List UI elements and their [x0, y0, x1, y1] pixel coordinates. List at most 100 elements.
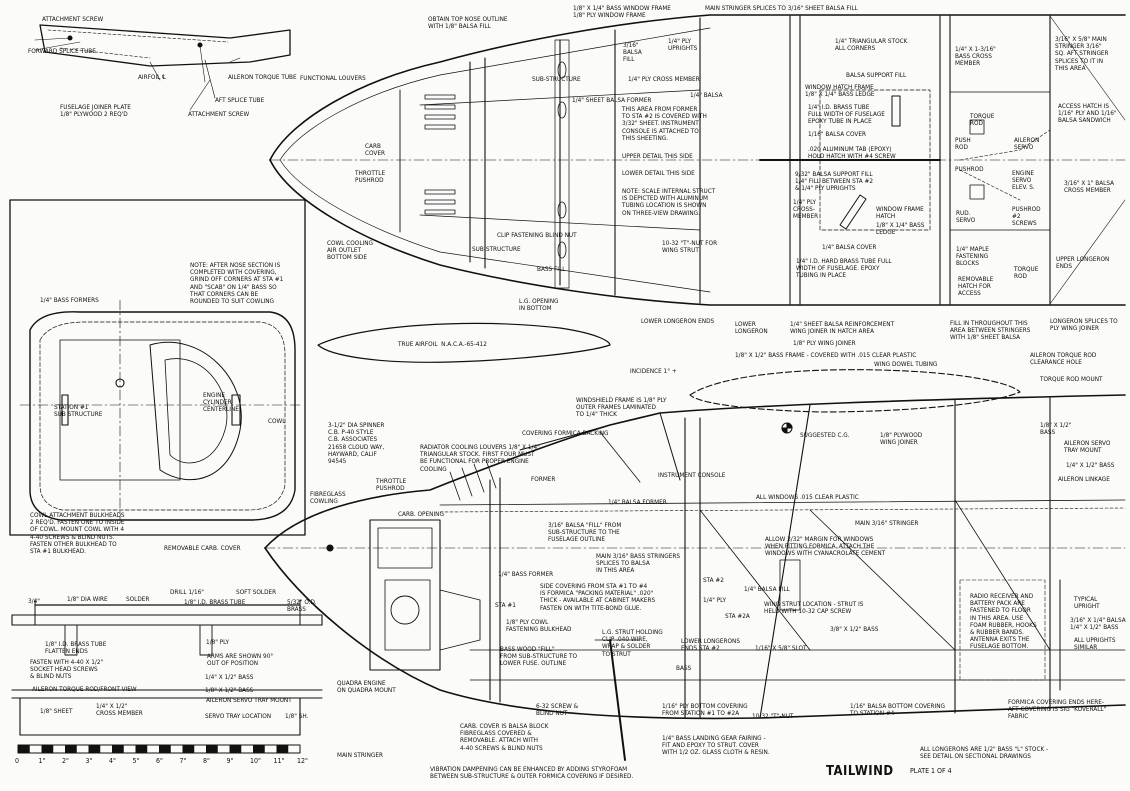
label-aileron-servo-top: AILERON SERVO: [1014, 136, 1040, 152]
label-screw-632: 6-32 SCREW & BLIND NUT: [536, 702, 579, 718]
label-incidence: INCIDENCE 1° +: [630, 367, 677, 375]
label-spinner: 3-1/2" DIA SPINNER C.B. P-40 STYLE C.B. …: [328, 421, 385, 466]
label-functional-louvers: FUNCTIONAL LOUVERS: [300, 74, 366, 82]
label-brass-tube-top: 1/4" I.D. BRASS TUBE FULL WIDTH OF FUSEL…: [808, 103, 885, 126]
ruler-label: 12": [297, 757, 308, 765]
label-ply-18: 1/8" PLY: [206, 638, 230, 646]
label-window-frame-hatch: WINDOW FRAME HATCH: [876, 205, 924, 221]
label-removable-hatch: REMOVABLE HATCH FOR ACCESS: [958, 275, 994, 298]
label-torque-rod-top: TORQUE ROD: [970, 112, 995, 128]
label-longerons-note: ALL LONGERONS ARE 1/2" BASS "L" STOCK - …: [920, 745, 1049, 761]
label-bass-formers: 1/4" BASS FORMERS: [40, 296, 99, 304]
label-instrument-console: INSTRUMENT CONSOLE: [658, 471, 726, 479]
label-longeron-splices: LONGERON SPLICES TO PLY WING JOINER: [1050, 317, 1118, 333]
ruler-label: 10": [250, 757, 261, 765]
label-pushrod-2: PUSHROD #2 SCREWS: [1012, 205, 1041, 228]
label-typical-upright: TYPICAL UPRIGHT: [1074, 595, 1100, 611]
label-aileron-front: AILERON TORQUE ROD/FRONT VIEW: [32, 685, 137, 693]
ruler-segment: [276, 745, 289, 753]
label-main-stringer-aft: 3/16" X 5/8" MAIN STRINGER 3/16" SQ. AFT…: [1055, 35, 1109, 72]
label-sub-structure: SUB-STRUCTURE: [532, 75, 581, 83]
label-all-uprights: ALL UPRIGHTS SIMILAR: [1074, 636, 1116, 652]
label-push-rod: PUSH ROD: [955, 136, 971, 152]
label-aileron-servo-tray: AILERON SERVO TRAY MOUNT: [1064, 439, 1111, 455]
ruler-label: 2": [62, 757, 69, 765]
label-bass-38-12: 3/8" X 1/2" BASS: [830, 625, 879, 633]
label-attachment-screw-top: ATTACHMENT SCREW: [42, 15, 104, 23]
label-aluminum-tab: .020 ALUMINUM TAB (EPOXY) HOLD HATCH WIT…: [808, 145, 896, 161]
label-balsa-support-fill2: 9/32" BALSA SUPPORT FILL 1/4" FILL BETWE…: [795, 170, 874, 193]
label-vibration: VIBRATION DAMPENING CAN BE ENHANCED BY A…: [430, 765, 634, 781]
label-main-stringer-splices: MAIN STRINGER SPLICES TO 3/16" SHEET BAL…: [705, 4, 858, 12]
label-lg-opening: L.G. OPENING IN BOTTOM: [519, 297, 559, 313]
label-main-stringer-316: MAIN 3/16" STRINGER: [855, 519, 919, 527]
label-solder: SOLDER: [126, 595, 150, 603]
label-former: FORMER: [531, 475, 556, 483]
label-sub-structure-2: SUB-STRUCTURE: [472, 245, 521, 253]
ruler-label: 3": [85, 757, 93, 765]
ruler-segment: [135, 745, 148, 753]
ruler-label: 4": [109, 757, 116, 765]
cowl-front-view: [9, 199, 306, 536]
label-bass-wood-fill: BASS WOOD "FILL" FROM SUB-STRUCTURE TO L…: [500, 645, 578, 668]
label-tnut: 10-32 "T"-NUT: [752, 712, 794, 720]
label-aft-splice-tube: AFT SPLICE TUBE: [215, 96, 265, 104]
label-bass-14x12: 1/4" X 1/2" BASS: [205, 673, 254, 681]
label-ply-wing-joiner-2: 1/8" PLYWOOD WING JOINER: [880, 431, 923, 447]
label-fasten-440: FASTEN WITH 4-40 X 1/2" SOCKET HEAD SCRE…: [30, 658, 104, 681]
label-lower-longeron-ends: LOWER LONGERON ENDS: [641, 317, 715, 325]
label-covering-formica: COVERING FORMICA BACKING: [522, 429, 609, 437]
label-balsa-former-14: 1/4" BALSA FORMER: [608, 498, 667, 506]
label-aileron-clearance: AILERON TORQUE ROD CLEARANCE HOLE: [1030, 351, 1097, 367]
label-airfoil-cl: AIRFOIL ℄: [138, 73, 166, 81]
label-torque-rod-2: TORQUE ROD: [1014, 265, 1039, 281]
label-ply-14: 1/4" PLY: [703, 596, 727, 604]
label-bass-14-12: 1/4" X 1/2" BASS: [1066, 461, 1115, 469]
label-upper-longeron: UPPER LONGERON ENDS: [1056, 255, 1110, 271]
label-sheet-balsa-former: 1/4" SHEET BALSA FORMER: [572, 96, 652, 104]
label-drill: DRILL 1/16": [170, 588, 204, 596]
label-cowl-cooling: COWL COOLING AIR OUTLET BOTTOM SIDE: [327, 239, 373, 262]
label-removable-carb: REMOVABLE CARB. COVER: [164, 544, 241, 552]
label-cowl-attach: COWL ATTACHMENT BULKHEADS 2 REQ'D. FASTE…: [30, 511, 125, 556]
label-slot: 1/16" X 5/8" SLOT: [755, 644, 807, 652]
label-main-stringer-bottom: MAIN STRINGER: [337, 751, 383, 759]
label-ply-cross-member: 1/4" PLY CROSS- MEMBER: [793, 198, 819, 221]
label-lg-strut: L.G. STRUT HOLDING CLIP .040 WIRE, WRAP …: [602, 628, 663, 658]
label-torque-mount: TORQUE ROD MOUNT: [1040, 375, 1103, 383]
label-cross-member: 1/4" X 1/2" CROSS MEMBER: [96, 702, 143, 718]
label-cowl: COWL: [268, 417, 286, 425]
label-throttle-pushrod-top: THROTTLE PUSHROD: [355, 169, 386, 185]
ruler-label: 8": [203, 757, 210, 765]
label-upper-detail: UPPER DETAIL THIS SIDE: [622, 152, 693, 160]
ruler-segment: [41, 745, 54, 753]
plan-title: TAILWIND: [826, 764, 894, 779]
label-forward-splice-tube: FORWARD SPLICE TUBE: [28, 47, 96, 55]
label-balsa-cover-2: 1/4" BALSA COVER: [822, 243, 877, 251]
label-main-bass-stringers: MAIN 3/16" BASS STRINGERS SPLICES TO BAL…: [596, 552, 680, 575]
label-station-1: STATION #1 SUB STRUCTURE: [54, 403, 103, 419]
ruler-label: 1": [38, 757, 46, 765]
label-bass-18x12: 1/8" X 1/2" BASS: [205, 686, 254, 694]
label-bass-ledge: 1/8" X 1/4" BASS LEDGE: [876, 221, 925, 237]
label-this-area-note: THIS AREA FROM FORMER TO STA #2 IS COVER…: [622, 105, 707, 142]
label-servo-tray: SERVO TRAY LOCATION: [205, 712, 272, 720]
ruler-label: 7": [179, 757, 187, 765]
label-sta-1: STA #1: [495, 601, 516, 609]
label-brass-tube-id: 1/8" I.D. BRASS TUBE: [184, 598, 246, 606]
label-balsa-14: 1/4" BALSA: [690, 91, 723, 99]
label-fuselage-joiner-plate: FUSELAGE JOINER PLATE 1/8" PLYWOOD 2 REQ…: [60, 103, 131, 119]
label-aileron-tray: AILERON SERVO TRAY MOUNT: [206, 696, 292, 704]
fuselage-top-view: [269, 14, 1126, 306]
label-10-32-nut: 10-32 "T"-NUT FOR WING STRUT: [662, 239, 718, 255]
label-triangular-stock: 1/4" TRIANGULAR STOCK ALL CORNERS: [835, 37, 908, 53]
label-clear-plastic: ALL WINDOWS .015 CLEAR PLASTIC: [756, 493, 859, 501]
label-lower-longerons-end: LOWER LONGERONS ENDS STA #2: [681, 637, 740, 653]
ruler-segment: [159, 745, 171, 753]
label-formica-ends: FORMICA COVERING ENDS HERE- AFT COVERING…: [1008, 698, 1107, 721]
label-rud-servo: RUD. SERVO: [956, 209, 976, 225]
label-throttle-pushrod: THROTTLE PUSHROD: [376, 477, 407, 493]
label-lower-detail: LOWER DETAIL THIS SIDE: [622, 169, 695, 177]
label-note-scale: NOTE: SCALE INTERNAL STRUCT IS DEPICTED …: [622, 187, 716, 217]
label-window-frame: 1/8" X 1/4" BASS WINDOW FRAME 1/8" PLY W…: [573, 4, 671, 20]
